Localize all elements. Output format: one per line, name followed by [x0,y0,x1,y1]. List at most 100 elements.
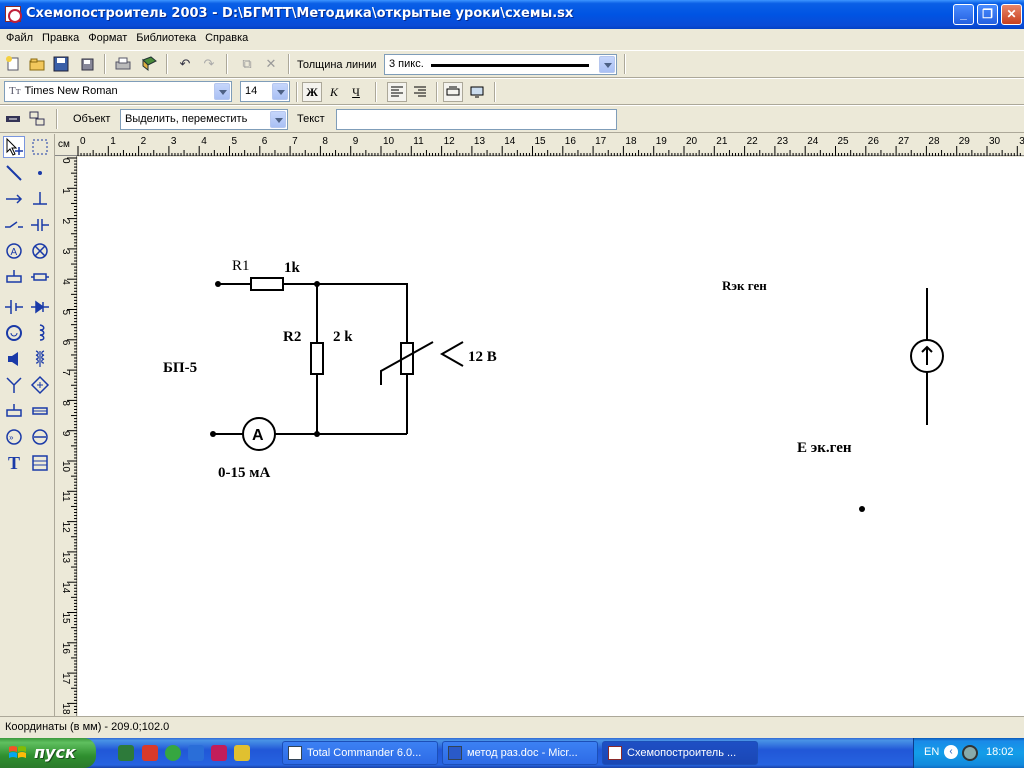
font-size-select[interactable]: 14 [240,81,290,102]
ammeter[interactable] [242,417,276,451]
line-width-select[interactable]: 3 пикс. [384,54,617,75]
quicklaunch-tool-icon[interactable] [234,745,250,761]
chevron-down-icon[interactable] [214,83,230,100]
capacitor-tool[interactable] [29,214,51,236]
maximize-button[interactable]: ❐ [977,4,998,25]
menu-file[interactable]: Файл [6,32,34,44]
align-left-button[interactable] [387,82,407,102]
label-r1[interactable]: R1 [232,258,250,274]
chevron-down-icon[interactable] [599,56,615,73]
label-r2-value[interactable]: 2 k [333,329,353,345]
varistor[interactable] [400,342,414,375]
terminal-dot[interactable] [210,431,216,437]
transformer-tool[interactable] [29,348,51,370]
antenna-tool[interactable] [3,374,25,396]
italic-button[interactable]: К [330,85,338,99]
undo-icon[interactable]: ↶ [179,56,191,71]
drawing-canvas[interactable]: R1 1k R2 2 k 12 В БП-5 A 0-15 мА Rэк ген… [78,157,1024,716]
new-file-icon[interactable] [4,55,22,73]
ruler-tick-label: 27 [898,136,910,147]
line-tool[interactable] [3,162,25,184]
select-move-tool[interactable] [3,136,25,158]
redo-icon[interactable]: ↷ [203,56,215,71]
label-r1-value[interactable]: 1k [284,260,301,276]
text-tool[interactable]: T [7,452,20,473]
rect-select-tool[interactable] [29,136,51,158]
menu-library[interactable]: Библиотека [136,32,197,44]
ground-tool[interactable] [29,188,51,210]
save-icon[interactable] [52,55,70,73]
bold-button[interactable]: Ж [302,82,322,102]
align-right-button[interactable] [410,82,430,102]
resistor-v-tool[interactable] [3,266,25,288]
label-r2[interactable]: R2 [283,329,301,345]
relay-tool[interactable] [3,400,25,422]
taskbar: пуск Total Commander 6.0... метод раз.do… [0,738,1024,768]
object-mode-icon[interactable] [4,110,22,128]
current-source-tool[interactable] [29,426,51,448]
terminal-dot[interactable] [859,506,865,512]
arrow-tool[interactable] [3,188,25,210]
menu-edit[interactable]: Правка [42,32,80,44]
chevron-left-icon[interactable]: ‹ [944,745,958,759]
speaker-tool[interactable] [3,348,25,370]
quicklaunch-media-icon[interactable] [211,745,227,761]
current-source[interactable] [910,339,944,373]
quicklaunch-ie-icon[interactable] [188,745,204,761]
bridge-tool[interactable] [29,374,51,396]
diode-tool[interactable] [29,296,51,318]
quicklaunch-acrobat-icon[interactable] [142,745,158,761]
close-button[interactable]: ✕ [1001,4,1022,25]
underline-button[interactable]: Ч [352,85,360,99]
save-all-icon[interactable] [78,55,96,73]
menu-help[interactable]: Справка [205,32,249,44]
library-icon[interactable] [140,55,158,73]
chevron-down-icon[interactable] [272,83,288,100]
delete-icon[interactable]: ✕ [265,56,277,71]
copy-icon[interactable]: ⧉ [242,56,252,71]
label-power-supply[interactable]: БП-5 [163,360,197,376]
quicklaunch-browser-icon[interactable] [165,745,181,761]
chevron-down-icon[interactable] [270,111,286,128]
windows-logo-icon [9,746,26,758]
label-e-gen[interactable]: E эк.ген [797,440,852,456]
motor-tool[interactable] [3,322,25,344]
battery-tool[interactable] [3,296,25,318]
task-total-commander[interactable]: Total Commander 6.0... [282,741,438,765]
coil-tool[interactable] [29,400,51,422]
task-word-document[interactable]: метод раз.doc - Micr... [442,741,598,765]
language-indicator[interactable]: EN [924,746,940,758]
open-file-icon[interactable] [28,55,46,73]
table-tool[interactable] [29,452,51,474]
text-background-button[interactable] [467,82,487,102]
menu-format[interactable]: Формат [88,32,128,44]
object-mode-select[interactable]: Выделить, переместить [120,109,288,130]
clock[interactable]: 18:02 [986,746,1014,758]
inductor-tool[interactable] [29,322,51,344]
resistor-h-tool[interactable] [29,266,51,288]
label-voltage[interactable]: 12 В [468,349,497,365]
lamp-tool[interactable] [29,240,51,262]
title-bar[interactable]: Схемопостроитель 2003 - D:\БГМТТ\Методик… [0,0,1024,29]
ammeter-tool[interactable]: A [3,240,25,262]
label-r-gen[interactable]: Rэк ген [722,278,767,293]
task-schematic-builder[interactable]: Схемопостроитель ... [602,741,758,765]
minimize-button[interactable]: _ [953,4,974,25]
print-icon[interactable] [114,55,132,73]
generator-tool[interactable]: » [3,426,25,448]
text-input[interactable] [336,109,617,130]
group-icon[interactable] [28,110,46,128]
label-ammeter-range[interactable]: 0-15 мА [218,465,270,481]
switch-tool[interactable] [3,214,25,236]
quicklaunch-explorer-icon[interactable] [118,745,134,761]
terminal-dot[interactable] [215,281,221,287]
text-frame-button[interactable] [443,82,463,102]
resistor-r2[interactable] [310,342,324,375]
tray-app-icon[interactable] [962,745,978,761]
start-button[interactable]: пуск [0,738,96,768]
point-tool[interactable] [29,162,51,184]
resistor-r1[interactable] [250,277,284,291]
app-icon[interactable] [5,6,22,23]
text-frame-icon [446,86,460,96]
